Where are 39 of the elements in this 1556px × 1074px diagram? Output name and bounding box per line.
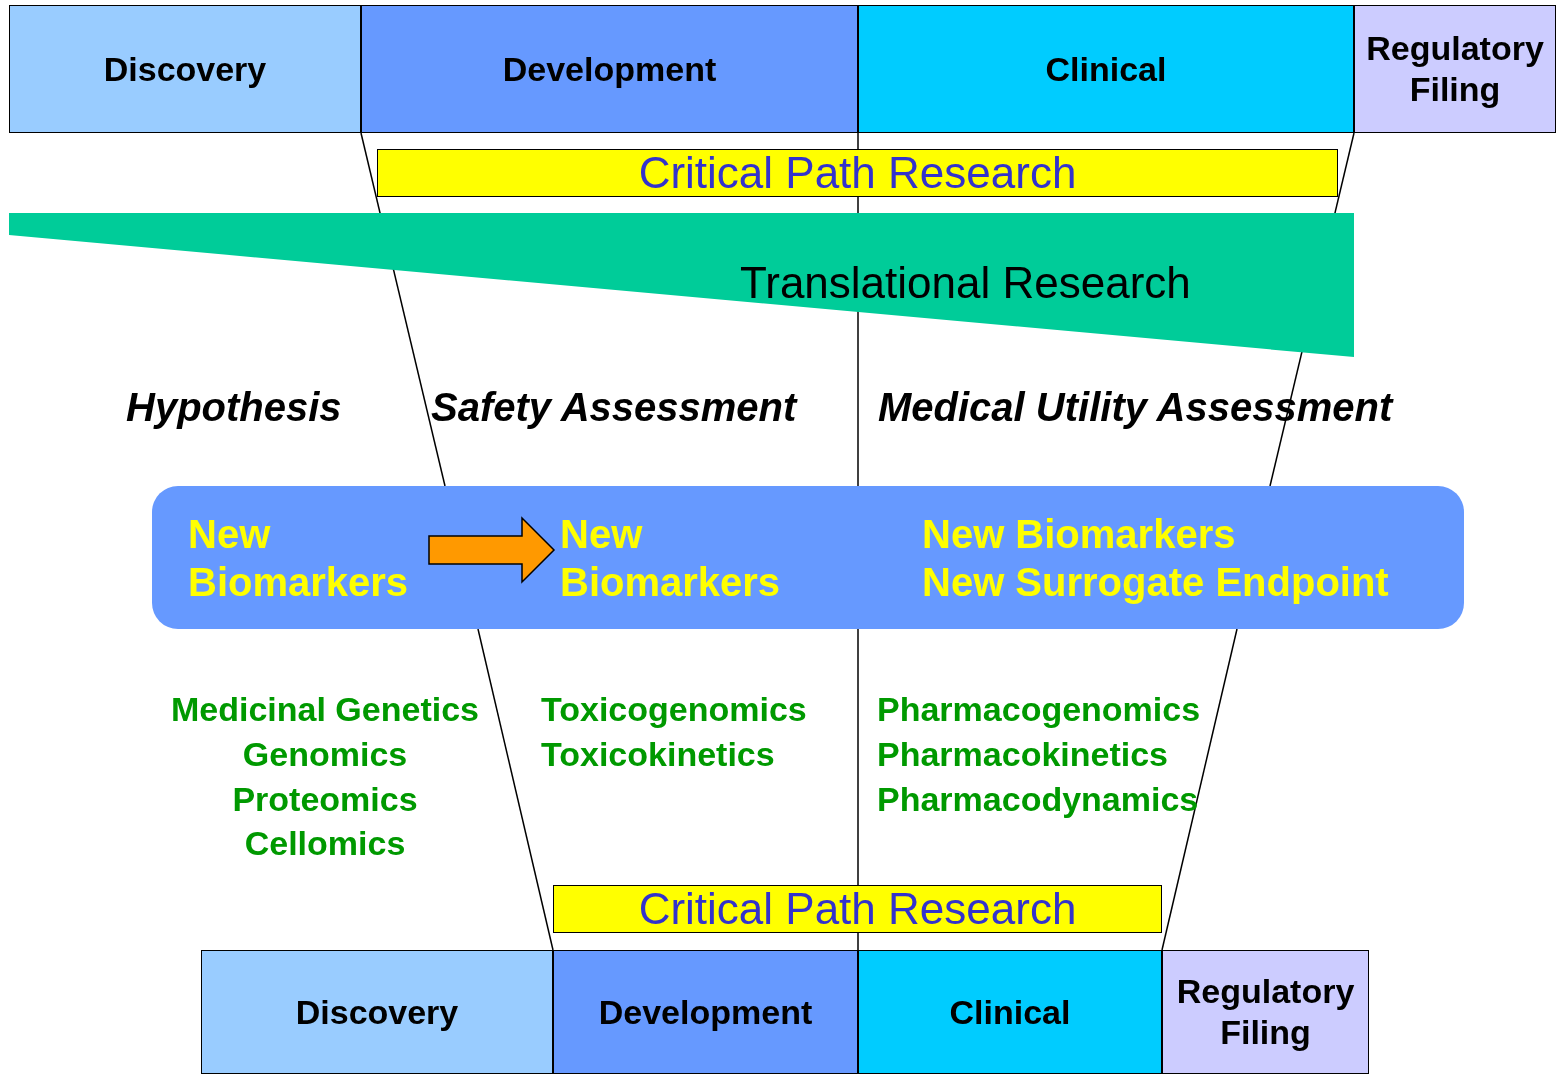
phase-band — [553, 950, 858, 1074]
method-label: Toxicogenomics — [541, 690, 807, 729]
method-label: Medicinal Genetics — [171, 690, 479, 729]
phase-band — [9, 5, 361, 133]
method-label: Genomics — [242, 735, 408, 774]
method-label: Toxicokinetics — [541, 735, 775, 774]
phase-label: Clinical — [1044, 48, 1168, 90]
biomarker-panel — [152, 486, 1464, 629]
phase-band — [361, 5, 858, 133]
phase-label: Development — [597, 991, 814, 1033]
phase-label: Discovery — [294, 991, 460, 1033]
research-wedge — [9, 213, 1354, 357]
box-text: New Biomarkers — [922, 511, 1236, 558]
phase-band — [1162, 950, 1369, 1074]
phase-label: Regulatory Filing — [1365, 28, 1545, 110]
phase-label: Regulatory Filing — [1175, 971, 1356, 1053]
phase-band — [858, 950, 1162, 1074]
method-label: Pharmacokinetics — [877, 735, 1169, 774]
box-text: New Biomarkers — [187, 511, 410, 606]
box-text: Critical Path Research — [637, 882, 1078, 935]
phase-label: Clinical — [948, 991, 1072, 1033]
research-banner — [553, 885, 1162, 933]
phase-band — [858, 5, 1354, 133]
phase-label: Discovery — [102, 48, 268, 90]
stage-heading: Safety Assessment — [431, 385, 797, 430]
box-text: New Biomarkers — [559, 511, 782, 606]
box-text: Translational Research — [739, 256, 1192, 309]
phase-band — [201, 950, 553, 1074]
stage-heading: Hypothesis — [126, 385, 342, 430]
method-label: Proteomics — [232, 780, 418, 819]
box-text: New Surrogate Endpoint — [922, 559, 1389, 606]
method-label: Pharmacogenomics — [877, 690, 1201, 729]
method-label: Pharmacodynamics — [877, 780, 1199, 819]
box-text: Critical Path Research — [637, 146, 1078, 199]
phase-label: Development — [501, 48, 718, 90]
research-banner — [377, 149, 1338, 197]
phase-band — [1354, 5, 1556, 133]
method-label: Cellomics — [244, 824, 406, 863]
block-arrow — [428, 516, 556, 584]
